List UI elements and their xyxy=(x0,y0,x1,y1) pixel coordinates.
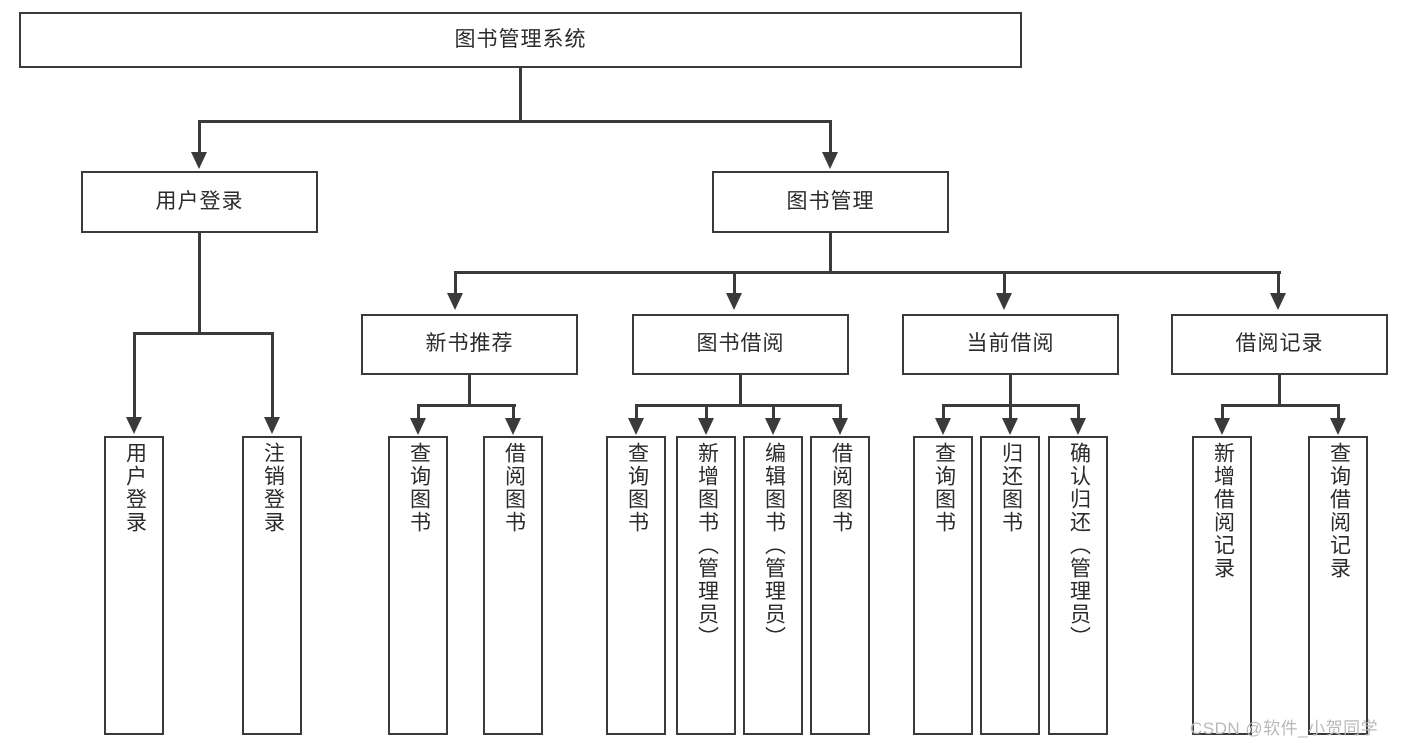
connector-level3-bus xyxy=(455,271,1281,274)
node-new-book-rec[interactable]: 新书推荐 xyxy=(361,314,578,375)
leaf-cb-query-book[interactable]: 查询图书 xyxy=(913,436,973,735)
node-label: 图书管理系统 xyxy=(454,27,587,51)
connector-br-leaf1 xyxy=(1221,404,1224,420)
leaf-label: 归还图书 xyxy=(999,442,1023,534)
leaf-bb-edit-book[interactable]: 编辑图书（管理员） xyxy=(743,436,803,735)
leaf-label: 借阅图书 xyxy=(502,442,526,534)
leaf-label: 借阅图书 xyxy=(829,442,853,534)
node-label: 用户登录 xyxy=(155,189,244,213)
node-root-system[interactable]: 图书管理系统 xyxy=(19,12,1022,68)
connector-new-book-rec-bus xyxy=(418,404,516,407)
connector-cb-leaf3 xyxy=(1077,404,1080,420)
leaf-label: 查询图书 xyxy=(932,442,956,534)
connector-user-login-leaf2 xyxy=(271,332,274,419)
leaf-br-query-record[interactable]: 查询借阅记录 xyxy=(1308,436,1368,735)
arrowhead-new-book-rec xyxy=(447,293,463,310)
connector-borrow-record-stem xyxy=(1278,375,1281,406)
node-current-borrow[interactable]: 当前借阅 xyxy=(902,314,1119,375)
leaf-bb-add-book[interactable]: 新增图书（管理员） xyxy=(676,436,736,735)
connector-cb-leaf1 xyxy=(942,404,945,420)
leaf-user-login[interactable]: 用户登录 xyxy=(104,436,164,735)
arrowhead-book-manage xyxy=(822,152,838,169)
connector-bb-leaf1 xyxy=(635,404,638,420)
node-label: 当前借阅 xyxy=(966,332,1055,356)
connector-cb-leaf2 xyxy=(1009,404,1012,420)
node-label: 新书推荐 xyxy=(425,332,514,356)
arrowhead-br-leaf1 xyxy=(1214,418,1230,435)
leaf-bb-query-book[interactable]: 查询图书 xyxy=(606,436,666,735)
node-borrow-record[interactable]: 借阅记录 xyxy=(1171,314,1388,375)
arrowhead-cb-leaf2 xyxy=(1002,418,1018,435)
arrowhead-bb-leaf1 xyxy=(628,418,644,435)
arrowhead-book-borrow xyxy=(726,293,742,310)
leaf-label: 查询图书 xyxy=(625,442,649,534)
connector-to-book-manage xyxy=(829,120,832,154)
connector-current-borrow-stem xyxy=(1009,375,1012,406)
connector-user-login-leaf1 xyxy=(133,332,136,419)
arrowhead-nbr-leaf1 xyxy=(410,418,426,435)
leaf-label: 用户登录 xyxy=(123,442,147,534)
arrowhead-borrow-record xyxy=(1270,293,1286,310)
leaf-label: 确认归还（管理员） xyxy=(1067,442,1091,649)
node-label: 借阅记录 xyxy=(1235,332,1324,356)
connector-to-book-borrow xyxy=(733,271,736,295)
leaf-label: 新增图书（管理员） xyxy=(695,442,719,649)
connector-root-stem xyxy=(519,68,522,122)
leaf-bb-borrow-book[interactable]: 借阅图书 xyxy=(810,436,870,735)
connector-book-borrow-bus xyxy=(636,404,841,407)
leaf-br-add-record[interactable]: 新增借阅记录 xyxy=(1192,436,1252,735)
connector-new-book-rec-stem xyxy=(468,375,471,406)
connector-borrow-record-bus xyxy=(1222,404,1339,407)
arrowhead-nbr-leaf2 xyxy=(505,418,521,435)
connector-nbr-leaf2 xyxy=(512,404,515,420)
arrowhead-user-login xyxy=(191,152,207,169)
connector-to-borrow-record xyxy=(1277,271,1280,295)
leaf-cb-confirm-return[interactable]: 确认归还（管理员） xyxy=(1048,436,1108,735)
node-label: 图书管理 xyxy=(786,189,875,213)
connector-bb-leaf2 xyxy=(705,404,708,420)
connector-book-borrow-stem xyxy=(739,375,742,406)
leaf-label: 编辑图书（管理员） xyxy=(762,442,786,649)
arrowhead-bb-leaf2 xyxy=(698,418,714,435)
arrowhead-br-leaf2 xyxy=(1330,418,1346,435)
connector-to-new-book-rec xyxy=(454,271,457,295)
arrowhead-cb-leaf1 xyxy=(935,418,951,435)
connector-bb-leaf4 xyxy=(839,404,842,420)
leaf-label: 查询借阅记录 xyxy=(1327,442,1351,580)
arrowhead-current-borrow xyxy=(996,293,1012,310)
arrowhead-bb-leaf4 xyxy=(832,418,848,435)
leaf-label: 新增借阅记录 xyxy=(1211,442,1235,580)
arrowhead-leaf-logout xyxy=(264,417,280,434)
connector-user-login-stem xyxy=(198,233,201,334)
arrowhead-bb-leaf3 xyxy=(765,418,781,435)
leaf-logout[interactable]: 注销登录 xyxy=(242,436,302,735)
connector-br-leaf2 xyxy=(1337,404,1340,420)
leaf-label: 注销登录 xyxy=(261,442,285,534)
arrowhead-cb-leaf3 xyxy=(1070,418,1086,435)
node-book-borrow[interactable]: 图书借阅 xyxy=(632,314,849,375)
leaf-cb-return-book[interactable]: 归还图书 xyxy=(980,436,1040,735)
connector-bb-leaf3 xyxy=(772,404,775,420)
arrowhead-leaf-user-login xyxy=(126,417,142,434)
connector-to-current-borrow xyxy=(1003,271,1006,295)
node-user-login[interactable]: 用户登录 xyxy=(81,171,318,233)
node-label: 图书借阅 xyxy=(696,332,785,356)
leaf-label: 查询图书 xyxy=(407,442,431,534)
connector-to-user-login xyxy=(198,120,201,154)
connector-book-manage-stem xyxy=(829,233,832,273)
connector-user-login-bus xyxy=(134,332,273,335)
leaf-rec-query-book[interactable]: 查询图书 xyxy=(388,436,448,735)
connector-nbr-leaf1 xyxy=(417,404,420,420)
connector-level2-bus xyxy=(199,120,831,123)
leaf-rec-borrow-book[interactable]: 借阅图书 xyxy=(483,436,543,735)
watermark-text: CSDN @软件_小贺同学 xyxy=(1190,719,1379,738)
node-book-manage[interactable]: 图书管理 xyxy=(712,171,949,233)
